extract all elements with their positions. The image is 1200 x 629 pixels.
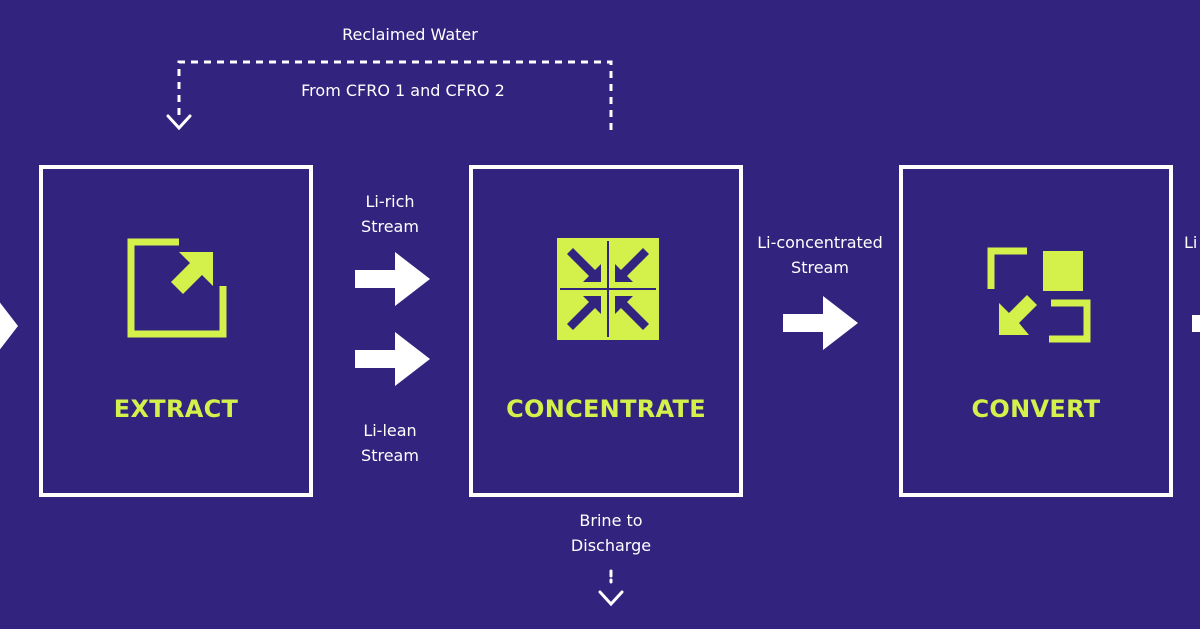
extract-stage-box: EXTRACT [39,165,313,497]
convert-squares-icon [987,247,1091,343]
li-concentrated-label: Li-concentrated Stream [740,230,900,280]
convert-stage-box: CONVERT [899,165,1173,497]
brine-label-line1: Brine to [579,511,643,530]
concentrate-title: CONCENTRATE [506,395,706,423]
reclaimed-water-label: Reclaimed Water [342,25,478,44]
li-rich-label-line1: Li-rich [365,192,415,211]
li-rich-label: Li-rich Stream [340,189,440,239]
inflow-arrow-partial [0,302,18,350]
concentrate-stage-box: CONCENTRATE [469,165,743,497]
reclaimed-water-source-label: From CFRO 1 and CFRO 2 [301,81,505,100]
li-lean-label: Li-lean Stream [340,418,440,468]
outflow-arrow-partial [1192,315,1200,332]
li-lean-arrow [355,332,430,386]
extract-title: EXTRACT [113,395,239,423]
brine-discharge-label: Brine to Discharge [546,508,676,558]
outflow-label-partial: Li [1184,233,1198,252]
li-rich-label-line2: Stream [361,217,419,236]
li-concentrated-label-line2: Stream [791,258,849,277]
li-lean-label-line1: Li-lean [363,421,417,440]
li-concentrated-label-line1: Li-concentrated [757,233,883,252]
brine-label-line2: Discharge [570,536,652,555]
li-lean-label-line2: Stream [361,446,419,465]
compress-arrows-icon [557,238,659,340]
expand-arrow-icon [127,238,227,338]
brine-discharge-arrow [598,569,624,607]
li-concentrated-arrow [783,296,858,350]
convert-title: CONVERT [971,395,1101,423]
reclaimed-water-arrowhead [166,114,192,131]
li-rich-arrow [355,252,430,306]
